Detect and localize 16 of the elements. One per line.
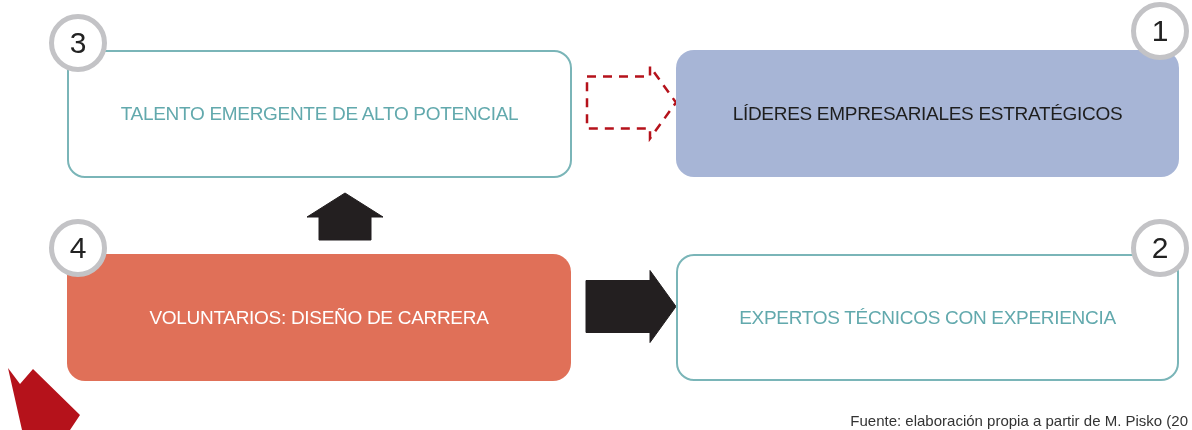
source-note: Fuente: elaboración propia a partir de M. Pisko (20 — [850, 412, 1188, 429]
box-label: EXPERTOS TÉCNICOS CON EXPERIENCIA — [738, 306, 1117, 329]
category-box — [676, 50, 1179, 177]
box-label: VOLUNTARIOS: DISEÑO DE CARRERA — [148, 306, 490, 329]
box-label: TALENTO EMERGENTE DE ALTO POTENCIAL — [119, 103, 520, 125]
number-circle — [49, 219, 107, 277]
number-circle — [1131, 219, 1189, 277]
block-arrow — [306, 192, 384, 241]
badge-number: 3 — [69, 26, 87, 60]
badge-number: 2 — [1151, 231, 1169, 265]
badge-number: 1 — [1151, 14, 1169, 48]
number-circle — [1131, 2, 1189, 60]
number-circle — [49, 14, 107, 72]
block-arrow — [585, 270, 677, 343]
box-label: LÍDERES EMPRESARIALES ESTRATÉGICOS — [731, 102, 1124, 125]
badge-number: 4 — [69, 231, 87, 265]
